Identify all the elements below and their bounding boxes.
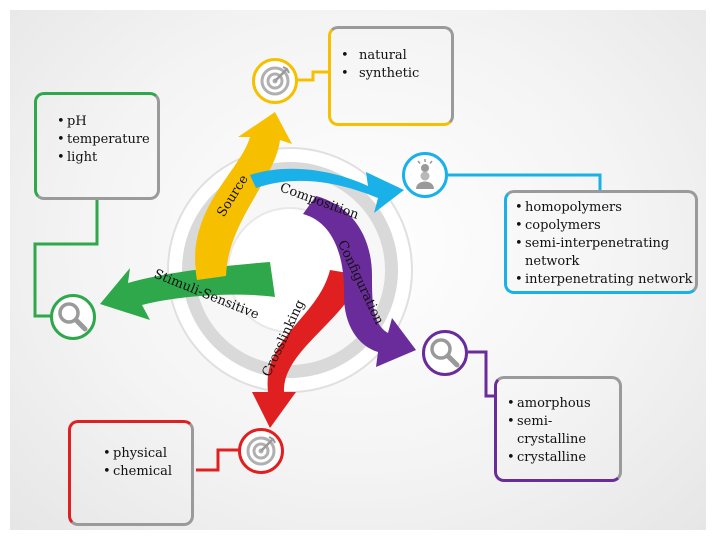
- composition-list: homopolymers copolymers semi-interpenetr…: [507, 193, 695, 289]
- crosslinking-item: chemical: [103, 463, 191, 481]
- configuration-item: amorphous: [507, 395, 619, 413]
- configuration-list: amorphous semi-crystalline crystalline: [497, 379, 619, 467]
- composition-box: homopolymers copolymers semi-interpenetr…: [504, 190, 698, 294]
- crosslinking-box: physical chemical: [68, 420, 194, 526]
- magnifier-icon: [50, 294, 96, 340]
- target-icon: [238, 428, 284, 474]
- connector-configuration: [468, 350, 496, 398]
- source-list: natural synthetic: [331, 29, 451, 83]
- stimuli-item: light: [57, 149, 157, 167]
- composition-item: semi-interpenetrating network: [515, 235, 695, 271]
- crosslinking-item: physical: [103, 445, 191, 463]
- configuration-item: semi-crystalline: [507, 413, 619, 449]
- arrow-source: [195, 112, 292, 280]
- arrow-composition: [250, 168, 404, 213]
- stimuli-list: pH temperature light: [37, 95, 157, 167]
- composition-item: homopolymers: [515, 199, 695, 217]
- stimuli-item: temperature: [57, 131, 157, 149]
- configuration-item: crystalline: [507, 449, 619, 467]
- crosslinking-list: physical chemical: [71, 423, 191, 481]
- composition-item: copolymers: [515, 217, 695, 235]
- connector-stimuli: [33, 200, 99, 318]
- arrow-crosslinking: [252, 270, 360, 428]
- stimuli-box: pH temperature light: [34, 92, 160, 200]
- connector-crosslinking: [196, 448, 240, 472]
- composition-item: interpenetrating network: [515, 271, 695, 289]
- connector-composition: [448, 173, 602, 190]
- arrow-configuration: [303, 196, 416, 367]
- source-box: natural synthetic: [328, 26, 454, 126]
- magnifier-icon: [422, 330, 468, 376]
- target-icon: [252, 58, 298, 104]
- person-idea-icon: [402, 152, 448, 198]
- source-item: synthetic: [333, 65, 451, 83]
- configuration-box: amorphous semi-crystalline crystalline: [494, 376, 622, 482]
- stimuli-item: pH: [57, 113, 157, 131]
- source-item: natural: [333, 47, 451, 65]
- connector-source: [293, 70, 331, 82]
- arrow-stimuli-sensitive: [100, 262, 275, 320]
